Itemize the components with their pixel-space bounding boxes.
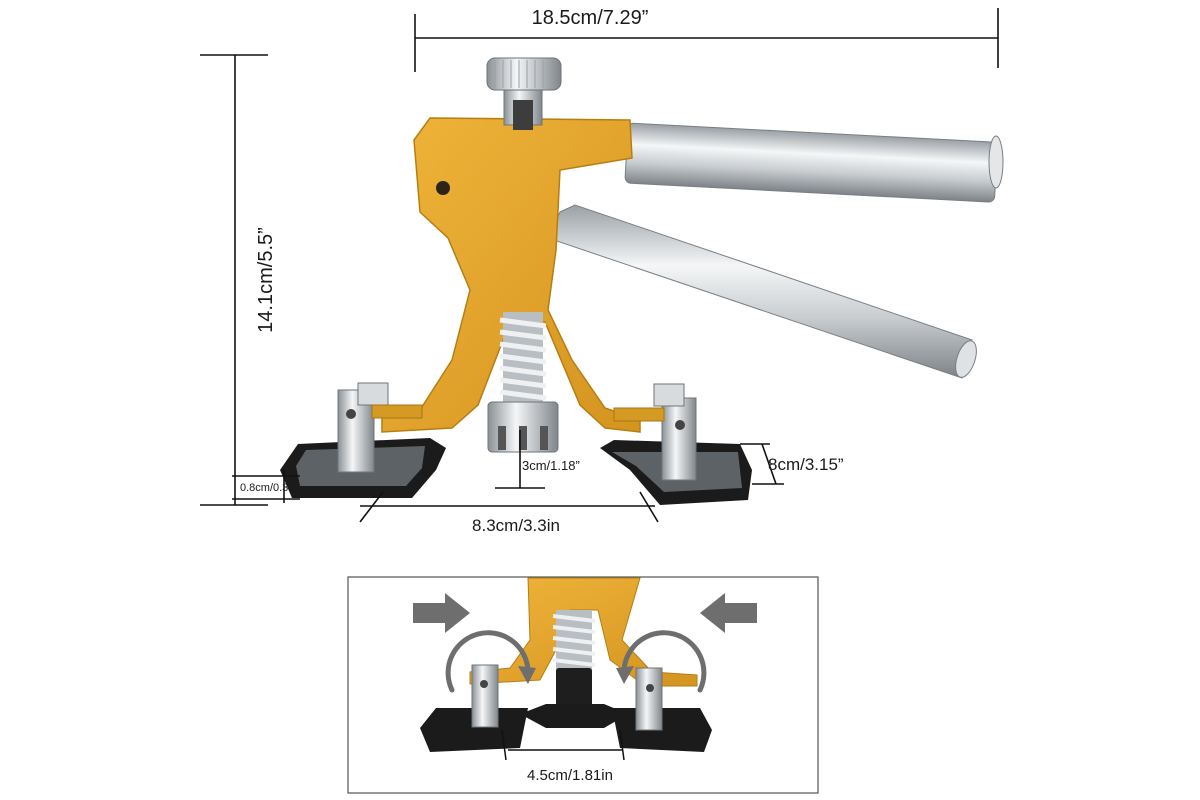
main-tool: [280, 57, 1004, 505]
pad-width-label: 8cm/3.15”: [768, 455, 844, 474]
gold-body: [381, 117, 641, 433]
adjust-knob: [486, 57, 562, 130]
inset-span-label: 4.5cm/1.81in: [527, 767, 613, 784]
center-spring: [487, 312, 559, 453]
pivot-hole: [436, 181, 450, 195]
right-foot: [600, 383, 752, 505]
pin-length-label: 3cm/1.18”: [522, 458, 580, 473]
base-span-label: 8.3cm/3.3in: [472, 516, 560, 535]
rotate-arrowhead-right: [616, 666, 634, 684]
width-label: 18.5cm/7.29”: [532, 7, 649, 29]
rotate-arrowhead-left: [518, 666, 536, 684]
pad-thickness-label: 0.8cm/0.3”: [240, 482, 292, 494]
dimension-lines: [200, 8, 999, 523]
arrow-left-icon: [700, 593, 757, 633]
lower-handle: [547, 204, 977, 379]
height-label: 14.1cm/5.5”: [255, 227, 277, 333]
left-foot: [280, 382, 446, 498]
arrow-right-icon: [413, 593, 470, 633]
rotate-arrow-icon: [445, 630, 707, 693]
upper-handle: [624, 122, 1004, 203]
inset-dimension-line: [501, 729, 625, 761]
